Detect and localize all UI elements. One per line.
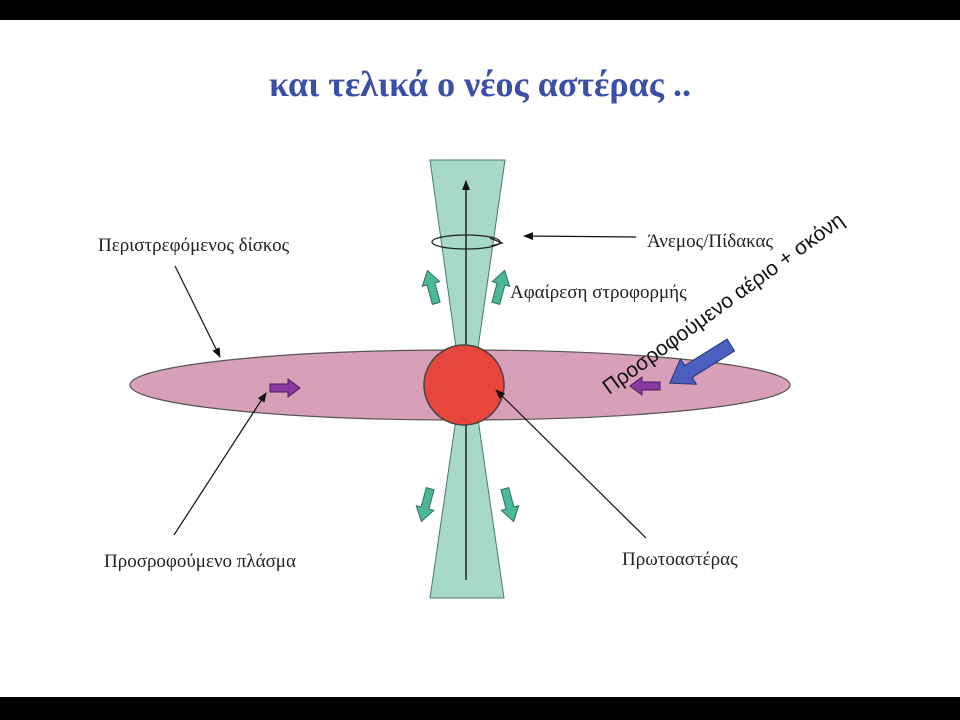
label-angular-momentum-removal: Αφαίρεση στροφορμής [510, 282, 687, 303]
lower-jet-cone [429, 404, 505, 599]
label-protostar: Πρωτοαστέρας [622, 549, 738, 570]
protostar [423, 344, 505, 426]
pointer-accreting-plasma [173, 392, 267, 536]
outflow-arrow-lower-left [415, 487, 435, 523]
label-accreting-plasma: Προσροφούμενο πλάσμα [104, 551, 296, 572]
disk-arrow-right [629, 376, 661, 396]
outflow-arrow-lower-right [500, 487, 520, 523]
upper-jet-cone [429, 159, 506, 363]
label-rotating-disk: Περιστρεφόμενος δίσκος [98, 235, 290, 256]
pointer-protostar [495, 389, 647, 539]
outflow-arrow-upper-left [421, 269, 441, 305]
slide-title: και τελικά ο νέος αστέρας .. [269, 64, 691, 104]
label-wind-jet: Άνεμος/Πίδακας [647, 231, 773, 252]
pointer-wind-jet [523, 232, 637, 241]
pointer-rotating-disk [174, 265, 221, 358]
rotation-ring-arrowhead [489, 237, 504, 247]
disk-arrow-left [269, 378, 301, 398]
outflow-arrow-upper-right [491, 269, 511, 305]
infall-arrow [669, 338, 736, 385]
